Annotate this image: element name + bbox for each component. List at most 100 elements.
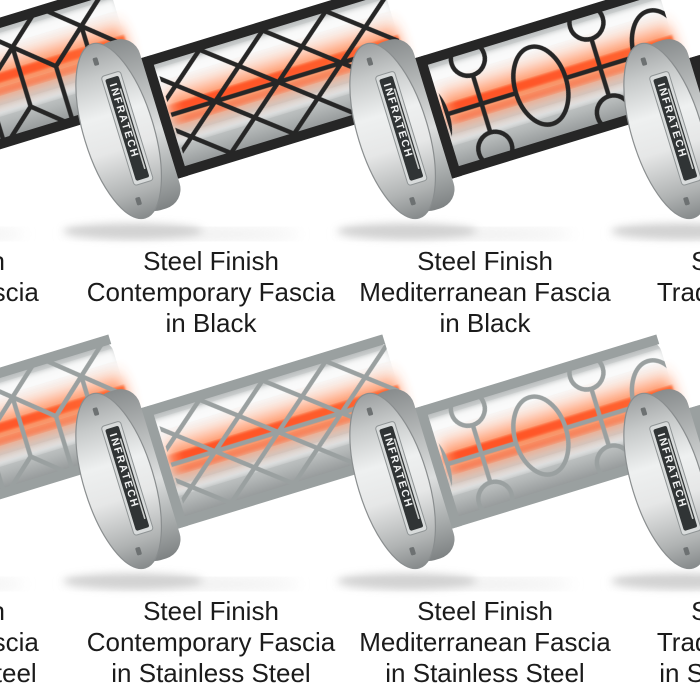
product-card[interactable]: INFRATECH Steel Finish Traditional Fasci… (611, 334, 700, 700)
fascia-grille (155, 343, 417, 517)
caption-line: Traditional Fascia (656, 627, 700, 657)
brand-plate-inner (653, 426, 697, 531)
caption-line: Contemporary Fascia (86, 277, 336, 307)
caption-line: Steel Finish (691, 596, 700, 626)
fascia-rail-top (411, 0, 660, 69)
caption-line: Steel Finish (691, 246, 700, 276)
caption-line: Steel Finish (417, 246, 553, 276)
cap-screw (683, 197, 690, 206)
heater-shadow (0, 580, 25, 588)
heater-image: INFRATECH (0, 334, 146, 588)
heater-shadow (611, 223, 700, 239)
brand-plate-inner (105, 76, 149, 181)
product-caption: Steel Finish Contemporary Fascia in Stai… (74, 596, 348, 689)
caption-line: Steel Finish (143, 596, 279, 626)
caption-line: in Black (0, 308, 74, 339)
cap-screw (409, 197, 416, 206)
caption-line: Steel Finish (143, 246, 279, 276)
fascia-rail-top (411, 334, 660, 419)
heater-shadow (0, 230, 25, 238)
fascia-grille (0, 0, 143, 167)
heater-photo: INFRATECH (335, 334, 694, 595)
caption-line: in Stainless Steel (659, 658, 700, 688)
product-card[interactable]: INFRATECH Steel Finish Contemporary Fasc… (63, 0, 420, 350)
cap-screw (92, 407, 100, 416)
caption-line: in Stainless Steel (385, 658, 585, 688)
heater-photo: INFRATECH (0, 0, 146, 245)
caption-line: in Black (622, 308, 700, 339)
brand-plate-inner (379, 76, 423, 181)
caption-line: Traditional Fascia (656, 277, 700, 307)
cap-screw (366, 57, 374, 66)
heater-image: INFRATECH (63, 334, 420, 590)
caption-line: Mediterranean Fascia (359, 277, 611, 307)
fascia-band (685, 405, 700, 530)
product-card[interactable]: INFRATECH Steel Finish Traditional Fasci… (611, 0, 700, 350)
product-card[interactable]: INFRATECH Steel Finish Mediterranean Fas… (337, 0, 694, 350)
cap-screw (92, 57, 100, 66)
fascia-band (411, 405, 462, 530)
fascia-rail-top (0, 0, 112, 69)
fascia-grille (155, 0, 417, 167)
brand-plate-inner (105, 426, 149, 531)
heater-shadow (611, 573, 700, 589)
caption-line: Steel Finish (417, 596, 553, 626)
product-caption: Steel Finish Mediterranean Fascia in Bla… (348, 246, 622, 339)
cap-screw (366, 407, 374, 416)
brand-plate-inner (379, 426, 423, 531)
fascia-rail-top (0, 334, 112, 419)
caption-line: in Black (439, 308, 531, 338)
product-caption: Steel Finish Contemporary Fascia in Blac… (74, 246, 348, 339)
product-caption: Steel Finish Craftsman Fascia in Black (0, 246, 74, 339)
fascia-band (411, 55, 462, 180)
heater-photo: INFRATECH (609, 0, 700, 245)
fascia-band (137, 55, 188, 180)
heater-image: INFRATECH (337, 334, 694, 590)
brand-plate-inner (653, 76, 697, 181)
product-caption: Steel Finish Mediterranean Fascia in Sta… (348, 596, 622, 689)
fascia-rail-top (137, 0, 386, 69)
cap-screw (640, 407, 648, 416)
fascia-grille (0, 343, 143, 517)
caption-line: Craftsman Fascia (0, 627, 39, 657)
heater-image: INFRATECH (611, 0, 700, 240)
fascia-grille (429, 0, 691, 167)
cap-screw (640, 57, 648, 66)
cap-screw (135, 197, 142, 206)
cap-screw (135, 547, 142, 556)
fascia-grille (429, 343, 691, 517)
fascia-rail-top (137, 334, 386, 419)
heater-shadow (63, 223, 203, 239)
heater-shadow (337, 573, 477, 589)
caption-line: Contemporary Fascia (86, 627, 336, 657)
product-card[interactable]: INFRATECH Steel Finish Craftsman Fascia … (0, 334, 146, 700)
product-caption: Steel Finish Craftsman Fascia in Stainle… (0, 596, 74, 689)
product-card[interactable]: INFRATECH Steel Finish Contemporary Fasc… (63, 334, 420, 700)
product-caption: Steel Finish Traditional Fascia in Black (622, 246, 700, 339)
heater-image: INFRATECH (611, 334, 700, 590)
caption-line: Mediterranean Fascia (359, 627, 611, 657)
product-card[interactable]: INFRATECH Steel Finish Craftsman Fascia … (0, 0, 146, 350)
caption-line: in Black (165, 308, 257, 338)
heater-photo: INFRATECH (61, 334, 420, 595)
cap-screw (683, 547, 690, 556)
heater-photo: INFRATECH (335, 0, 694, 245)
heater-photo: INFRATECH (0, 334, 146, 595)
cap-screw (409, 547, 416, 556)
heater-photo: INFRATECH (61, 0, 420, 245)
caption-line: in Stainless Steel (111, 658, 311, 688)
product-card[interactable]: INFRATECH Steel Finish Mediterranean Fas… (337, 334, 694, 700)
fascia-band (137, 405, 188, 530)
fascia-band (685, 55, 700, 180)
heater-shadow (337, 223, 477, 239)
product-caption: Steel Finish Traditional Fascia in Stain… (622, 596, 700, 689)
heater-image: INFRATECH (0, 0, 146, 238)
caption-line: Craftsman Fascia (0, 277, 39, 307)
caption-line: in Stainless Steel (0, 658, 37, 688)
heater-image: INFRATECH (337, 0, 694, 240)
heater-shadow (63, 573, 203, 589)
heater-photo: INFRATECH (609, 334, 700, 595)
caption-line: Steel Finish (0, 246, 74, 277)
